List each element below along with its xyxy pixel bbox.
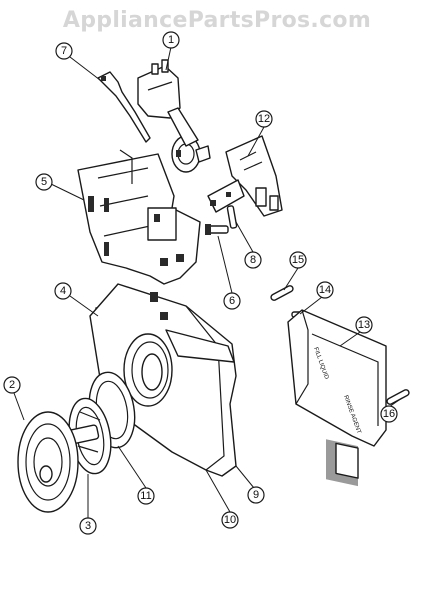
part-6-pin[interactable] xyxy=(205,224,229,235)
callout-15: 15 xyxy=(289,251,307,269)
part-5-mounting-bracket[interactable] xyxy=(77,149,201,285)
callout-3-label: 3 xyxy=(85,520,91,532)
callout-14-label: 14 xyxy=(319,284,331,296)
callout-6-label: 6 xyxy=(229,295,235,307)
callout-7-label: 7 xyxy=(61,45,67,57)
callout-8-label: 8 xyxy=(250,254,256,266)
callout-12-label: 12 xyxy=(258,113,270,125)
callout-2-label: 2 xyxy=(9,379,15,391)
part-2-knob[interactable] xyxy=(17,411,100,513)
callout-8: 8 xyxy=(244,251,262,269)
callout-1-label: 1 xyxy=(168,34,174,46)
callout-13: 13 xyxy=(355,316,373,334)
callout-4-label: 4 xyxy=(60,285,66,297)
callout-1: 1 xyxy=(162,31,180,49)
callout-5: 5 xyxy=(35,173,53,191)
callout-5-label: 5 xyxy=(41,176,47,188)
part-15-pin[interactable] xyxy=(270,285,294,302)
callout-6: 6 xyxy=(223,292,241,310)
callout-16-label: 16 xyxy=(383,408,395,420)
part-7-bracket[interactable] xyxy=(97,71,151,143)
callout-9-label: 9 xyxy=(253,489,259,501)
watermark: AppliancePartsPros.com xyxy=(62,8,372,33)
callout-10: 10 xyxy=(221,511,239,529)
callout-15-label: 15 xyxy=(292,254,304,266)
part-16-pin[interactable] xyxy=(386,389,410,406)
callout-11-label: 11 xyxy=(140,490,151,502)
callout-10-label: 10 xyxy=(224,514,236,526)
part-8-pin[interactable] xyxy=(226,205,238,229)
callout-9: 9 xyxy=(247,486,265,504)
callout-7: 7 xyxy=(55,42,73,60)
part-1-timer-motor[interactable] xyxy=(137,59,211,173)
callout-13-label: 13 xyxy=(358,319,370,331)
callout-2: 2 xyxy=(3,376,21,394)
callout-3: 3 xyxy=(79,517,97,535)
callout-11: 11 xyxy=(137,487,155,505)
callout-16: 16 xyxy=(380,405,398,423)
part-12-switch[interactable] xyxy=(207,135,283,217)
callout-12: 12 xyxy=(255,110,273,128)
leader-lines xyxy=(13,46,403,518)
callout-4: 4 xyxy=(54,282,72,300)
part-9-dispenser-housing[interactable] xyxy=(89,283,237,477)
part-13-lid[interactable]: FILL LIQUID RINSE AGENT xyxy=(287,309,387,487)
callout-14: 14 xyxy=(316,281,334,299)
